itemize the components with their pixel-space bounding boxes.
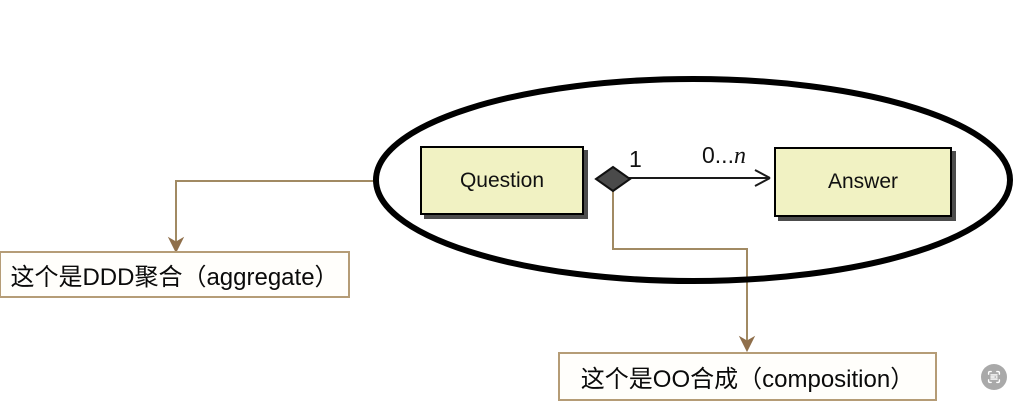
- aggregate-arrowhead-icon: [167, 236, 185, 254]
- callout-aggregate-text: 这个是DDD聚合（aggregate）: [10, 264, 339, 291]
- scan-text-icon: [986, 369, 1002, 385]
- ocr-extract-text-button[interactable]: [981, 364, 1007, 390]
- composition-diamond-icon: [594, 165, 632, 193]
- association-open-arrow-icon: [754, 169, 771, 187]
- aggregate-boundary-ellipse: [373, 76, 1013, 284]
- callout-composition-text: 这个是OO合成（composition）: [580, 366, 915, 393]
- composition-arrowhead-icon: [738, 335, 756, 353]
- multiplicity-to-prefix: 0...: [702, 142, 734, 168]
- aggregate-callout-connector: [175, 180, 374, 245]
- multiplicity-label-to: 0...n: [702, 142, 746, 170]
- class-box-answer: Answer: [774, 147, 952, 217]
- multiplicity-to-var: n: [733, 143, 746, 169]
- callout-aggregate: 这个是DDD聚合（aggregate）: [0, 251, 350, 298]
- composition-callout-connector: [612, 190, 748, 344]
- class-name-question: Question: [459, 168, 545, 192]
- multiplicity-label-from: 1: [629, 146, 642, 173]
- callout-composition: 这个是OO合成（composition）: [558, 352, 937, 401]
- multiplicity-from-value: 1: [629, 146, 642, 172]
- class-box-question: Question: [420, 146, 584, 215]
- class-name-answer: Answer: [827, 170, 899, 193]
